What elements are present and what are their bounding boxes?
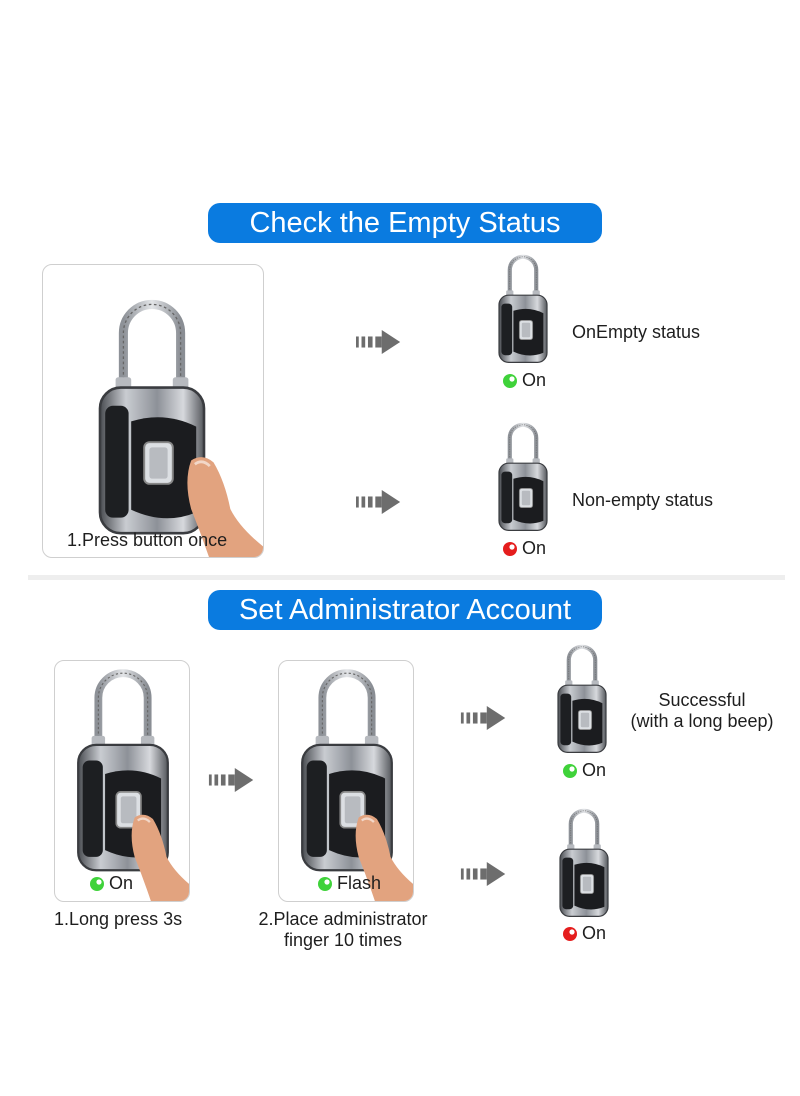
step-place-finger-panel: Flash	[278, 660, 414, 902]
arrow-icon	[458, 706, 510, 730]
status-nonempty: Non-empty status	[572, 490, 714, 510]
arrow-icon	[356, 490, 402, 514]
padlock-icon	[493, 246, 553, 366]
step-label-place-finger: 2.Place administrator finger 10 times	[240, 909, 446, 951]
status-successful: Successful (with a long beep)	[612, 690, 792, 732]
section-title-check-empty: Check the Empty Status	[208, 203, 602, 243]
step-label-long-press: 1.Long press 3s	[54, 909, 183, 929]
status-successful-line1: Successful	[658, 690, 746, 710]
step-label-press-once: 1.Press button once	[67, 530, 228, 550]
section-divider	[28, 575, 785, 580]
indicator-text: On	[109, 873, 134, 893]
led-indicator-red: On	[502, 538, 546, 559]
indicator-text: On	[582, 923, 607, 943]
status-empty: OnEmpty status	[572, 322, 701, 342]
arrow-icon	[458, 862, 510, 886]
status-successful-line2: (with a long beep)	[630, 711, 774, 731]
indicator-text: Flash	[337, 873, 382, 893]
indicator-text: On	[522, 538, 547, 558]
led-indicator-red: On	[562, 923, 606, 944]
step-label-line1: 2.Place administrator	[258, 909, 428, 929]
padlock-icon	[554, 800, 614, 920]
led-dot-icon	[563, 926, 577, 941]
arrow-icon	[356, 330, 402, 354]
padlock-icon	[552, 636, 612, 756]
padlock-icon	[493, 414, 553, 534]
step-label-line2: finger 10 times	[283, 930, 403, 950]
led-indicator-green: On	[89, 873, 133, 894]
indicator-text: On	[522, 370, 547, 390]
step-long-press-panel: On	[54, 660, 190, 902]
led-dot-icon	[503, 541, 517, 556]
led-dot-icon	[563, 763, 577, 778]
led-dot-icon	[503, 373, 517, 388]
led-indicator-green: On	[502, 370, 546, 391]
led-dot-icon	[318, 876, 332, 891]
led-indicator-green-flash: Flash	[317, 873, 381, 894]
indicator-text: On	[582, 760, 607, 780]
arrow-icon	[206, 768, 258, 792]
section-title-set-admin: Set Administrator Account	[208, 590, 602, 630]
step-press-button-panel: 1.Press button once	[42, 264, 264, 558]
led-indicator-green: On	[562, 760, 606, 781]
led-dot-icon	[90, 876, 104, 891]
